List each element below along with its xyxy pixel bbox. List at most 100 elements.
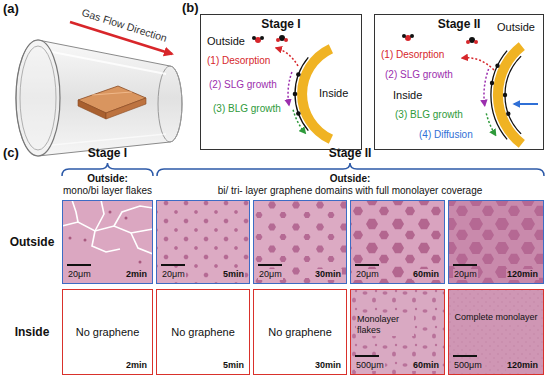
process-label: (3) BLG growth	[395, 109, 463, 121]
micrograph-image	[125, 217, 128, 220]
stage1-illustration	[296, 111, 301, 116]
stage2-illustration	[402, 34, 414, 41]
stage-title: Stage I	[261, 17, 300, 31]
scale-bar	[453, 355, 477, 357]
stage2-illustration	[474, 40, 478, 44]
micrograph-image	[131, 233, 153, 254]
cell-note: Monolayer flakes	[356, 314, 414, 336]
micrograph-cell: 20μm 5min	[156, 200, 250, 284]
micrograph-image	[448, 289, 544, 375]
row-label: Outside	[10, 235, 55, 249]
process-label: (2) SLG growth	[385, 69, 453, 81]
stage2-illustration	[490, 81, 494, 85]
stage2-illustration	[498, 46, 522, 144]
process-label: (1) Desorption	[207, 55, 270, 67]
micrograph-image	[156, 289, 250, 375]
scale-label: 20μm	[355, 269, 380, 280]
stage-heading: Stage I	[88, 146, 127, 160]
stage-panel: Stage IIOutside(1) Desorption(2) SLG gro…	[374, 14, 544, 150]
panel-letter: (c)	[3, 145, 19, 161]
stage-title: Stage II	[438, 17, 481, 31]
stage-panel: Stage I Outside (1) Desorption (2) SLG grow…	[200, 14, 362, 150]
time-label: 30min	[314, 269, 342, 280]
stage2-illustration	[466, 40, 470, 44]
stage1-illustration	[276, 38, 280, 42]
stage1-illustration	[252, 36, 256, 40]
region-label: Inside	[319, 87, 348, 100]
cell-note: Complete monolayer	[453, 312, 538, 323]
micrograph-image	[448, 200, 544, 284]
stage2-illustration	[486, 113, 495, 135]
cell-note: No graphene	[75, 326, 141, 339]
micrograph-image	[84, 239, 87, 242]
micrograph-image	[69, 237, 72, 240]
time-label: 120min	[506, 269, 539, 280]
scale-label: 20μm	[161, 269, 186, 280]
stage2-illustration	[462, 58, 494, 70]
stage-note: mono/bi layer flakes	[63, 185, 152, 197]
stage-note: Outside:	[330, 173, 371, 185]
tube-front-opening	[16, 40, 60, 156]
scale-bar	[67, 264, 91, 266]
quartz-tube	[158, 66, 182, 142]
micrograph-image	[156, 200, 250, 284]
process-label: (4) Diffusion	[419, 129, 473, 141]
micrograph-image	[62, 222, 153, 233]
micrograph-image	[350, 200, 445, 284]
quartz-tube	[16, 40, 182, 156]
copper-pocket	[78, 86, 146, 119]
scale-bar	[67, 265, 477, 356]
stage2-illustration	[484, 69, 489, 106]
process-label: (2) SLG growth	[209, 79, 277, 91]
scale-bar	[355, 355, 379, 357]
stage1-illustration	[296, 72, 301, 77]
micrograph-image	[62, 200, 153, 284]
micrograph-cell: 20μm120min	[448, 200, 544, 284]
stage2-illustration	[503, 93, 507, 97]
stage1-illustration	[288, 72, 292, 105]
stage1-illustration	[284, 38, 288, 42]
micrograph-cell: 20μm30min	[253, 200, 347, 284]
flow-label: Gas Flow Direction	[80, 6, 169, 45]
scale-bar	[355, 264, 379, 266]
micrograph-image	[62, 200, 544, 375]
time-label: 60min	[412, 269, 440, 280]
stage2-illustration	[491, 51, 507, 140]
process-label: (3) BLG growth	[213, 103, 281, 115]
cell-note: No graphene	[170, 326, 236, 339]
micrograph-cell: Monolayer flakes500μm60min	[350, 289, 445, 375]
stage2-illustration	[505, 56, 521, 134]
micrograph-cell: No graphene2min	[62, 289, 153, 375]
stage-note: bi/ tri- layer graphene domains with ful…	[218, 185, 483, 197]
tube-front-opening	[16, 40, 60, 156]
row-label: Inside	[15, 325, 50, 339]
quartz-tube	[42, 50, 166, 74]
time-label: 5min	[222, 269, 245, 280]
micrograph-cell: No graphene30min	[253, 289, 347, 375]
copper-pocket	[106, 98, 146, 119]
stage2-illustration	[495, 64, 499, 68]
stage1-illustration	[276, 35, 288, 42]
copper-pocket	[78, 100, 106, 119]
time-label: 5min	[222, 360, 245, 371]
stage1-illustration	[293, 92, 298, 97]
micrograph-image	[62, 200, 153, 254]
region-label: Outside	[497, 21, 535, 34]
stage2-illustration	[402, 34, 406, 38]
time-label: 2min	[125, 269, 148, 280]
stage1-illustration	[276, 48, 298, 66]
cell-note: No graphene	[267, 326, 333, 339]
micrograph-image	[109, 211, 112, 214]
stage1-illustration	[252, 36, 264, 43]
scale-bar	[161, 264, 185, 266]
micrograph-image	[72, 200, 78, 222]
scale-label: 500μm	[355, 360, 385, 371]
stage2-illustration	[466, 37, 478, 44]
micrograph-cell: 20μm 60min	[350, 200, 445, 284]
micrograph-image	[350, 289, 445, 375]
micrograph-image	[253, 289, 347, 375]
region-label: Outside	[207, 35, 245, 48]
micrograph-image	[95, 200, 104, 231]
quartz-tube	[42, 134, 166, 146]
